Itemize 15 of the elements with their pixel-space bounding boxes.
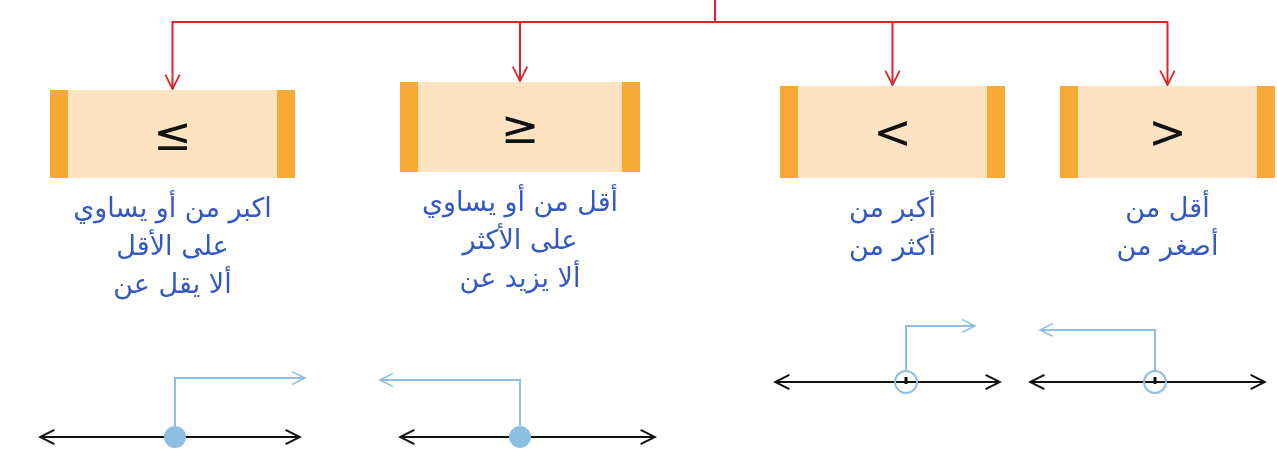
arrow: [714, 0, 1176, 86]
symbol-box: <: [780, 86, 1005, 178]
caption-text: أصغر من: [1116, 230, 1219, 262]
symbol-box: ≤: [50, 90, 295, 178]
caption-text: على الأقل: [116, 230, 229, 262]
caption-text: على الأكثر: [462, 224, 578, 256]
caption-text: ألا يقل عن: [113, 268, 232, 300]
caption-text: أكثر من: [849, 230, 936, 262]
caption-text: أقل من أو يساوي: [421, 186, 619, 218]
caption-text: أقل من: [1125, 192, 1210, 224]
symbol-box: >: [1060, 86, 1275, 178]
caption-text: اكبر من أو يساوي: [73, 192, 272, 224]
symbol-box: ≥: [400, 82, 640, 172]
caption-text: أكبر من: [849, 192, 936, 224]
caption-text: ألا يزيد عن: [459, 262, 581, 294]
